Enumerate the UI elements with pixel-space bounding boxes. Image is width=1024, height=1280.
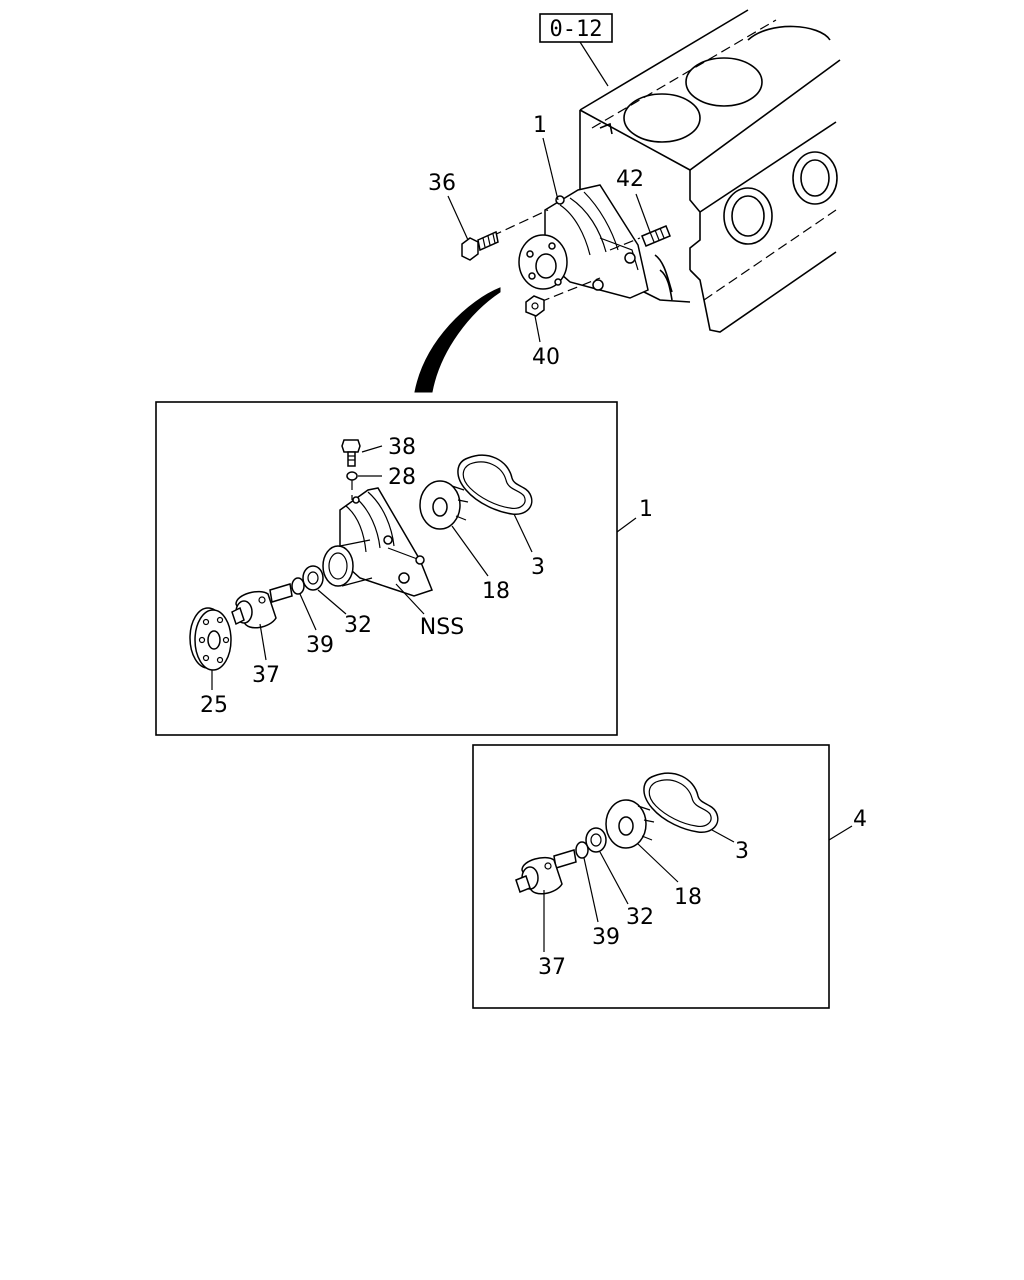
callout-37-repair: 37 bbox=[538, 955, 566, 980]
callout-39: 39 bbox=[306, 633, 334, 658]
detail-box-1: 1 bbox=[155, 401, 653, 736]
callout-32-repair: 32 bbox=[626, 905, 654, 930]
callout-28: 28 bbox=[388, 465, 416, 490]
detail-box-4: 4 3 18 32 39 37 bbox=[472, 744, 867, 1009]
o-ring-39 bbox=[291, 577, 305, 595]
callout-40: 40 bbox=[532, 345, 560, 370]
callout-3: 3 bbox=[531, 555, 545, 580]
gasket-3 bbox=[457, 454, 533, 515]
main-water-pump bbox=[491, 184, 649, 303]
bolt-36 bbox=[461, 230, 499, 261]
bearing-shaft-37-repair bbox=[515, 849, 577, 895]
callout-38: 38 bbox=[388, 435, 416, 460]
bolt-38 bbox=[341, 439, 361, 467]
callout-nss: NSS bbox=[420, 615, 464, 640]
stud-42 bbox=[641, 225, 671, 247]
callout-39-repair: 39 bbox=[592, 925, 620, 950]
engine-block bbox=[579, 9, 841, 333]
callout-18-repair: 18 bbox=[674, 885, 702, 910]
callout-36: 36 bbox=[428, 171, 456, 196]
reference-label: 0-12 bbox=[550, 17, 603, 42]
callout-1: 1 bbox=[533, 113, 547, 138]
callout-37: 37 bbox=[252, 663, 280, 688]
flange-25 bbox=[189, 607, 232, 671]
gasket-3-repair bbox=[643, 772, 719, 833]
callout-32: 32 bbox=[344, 613, 372, 638]
callout-42: 42 bbox=[616, 167, 644, 192]
detail-4-label: 4 bbox=[853, 807, 867, 832]
callout-18: 18 bbox=[482, 579, 510, 604]
detail-pointer bbox=[414, 287, 501, 393]
seal-32-repair bbox=[585, 827, 607, 853]
washer-28 bbox=[346, 471, 358, 481]
callout-3-repair: 3 bbox=[735, 839, 749, 864]
detail-1-label: 1 bbox=[639, 497, 653, 522]
nut-40 bbox=[525, 295, 545, 317]
bearing-shaft-37 bbox=[231, 583, 293, 629]
o-ring-39-repair bbox=[575, 841, 589, 859]
callout-25: 25 bbox=[200, 693, 228, 718]
reference-box: 0-12 bbox=[539, 13, 613, 87]
seal-32 bbox=[302, 565, 324, 591]
main-callouts: 1 36 42 40 bbox=[428, 113, 651, 370]
